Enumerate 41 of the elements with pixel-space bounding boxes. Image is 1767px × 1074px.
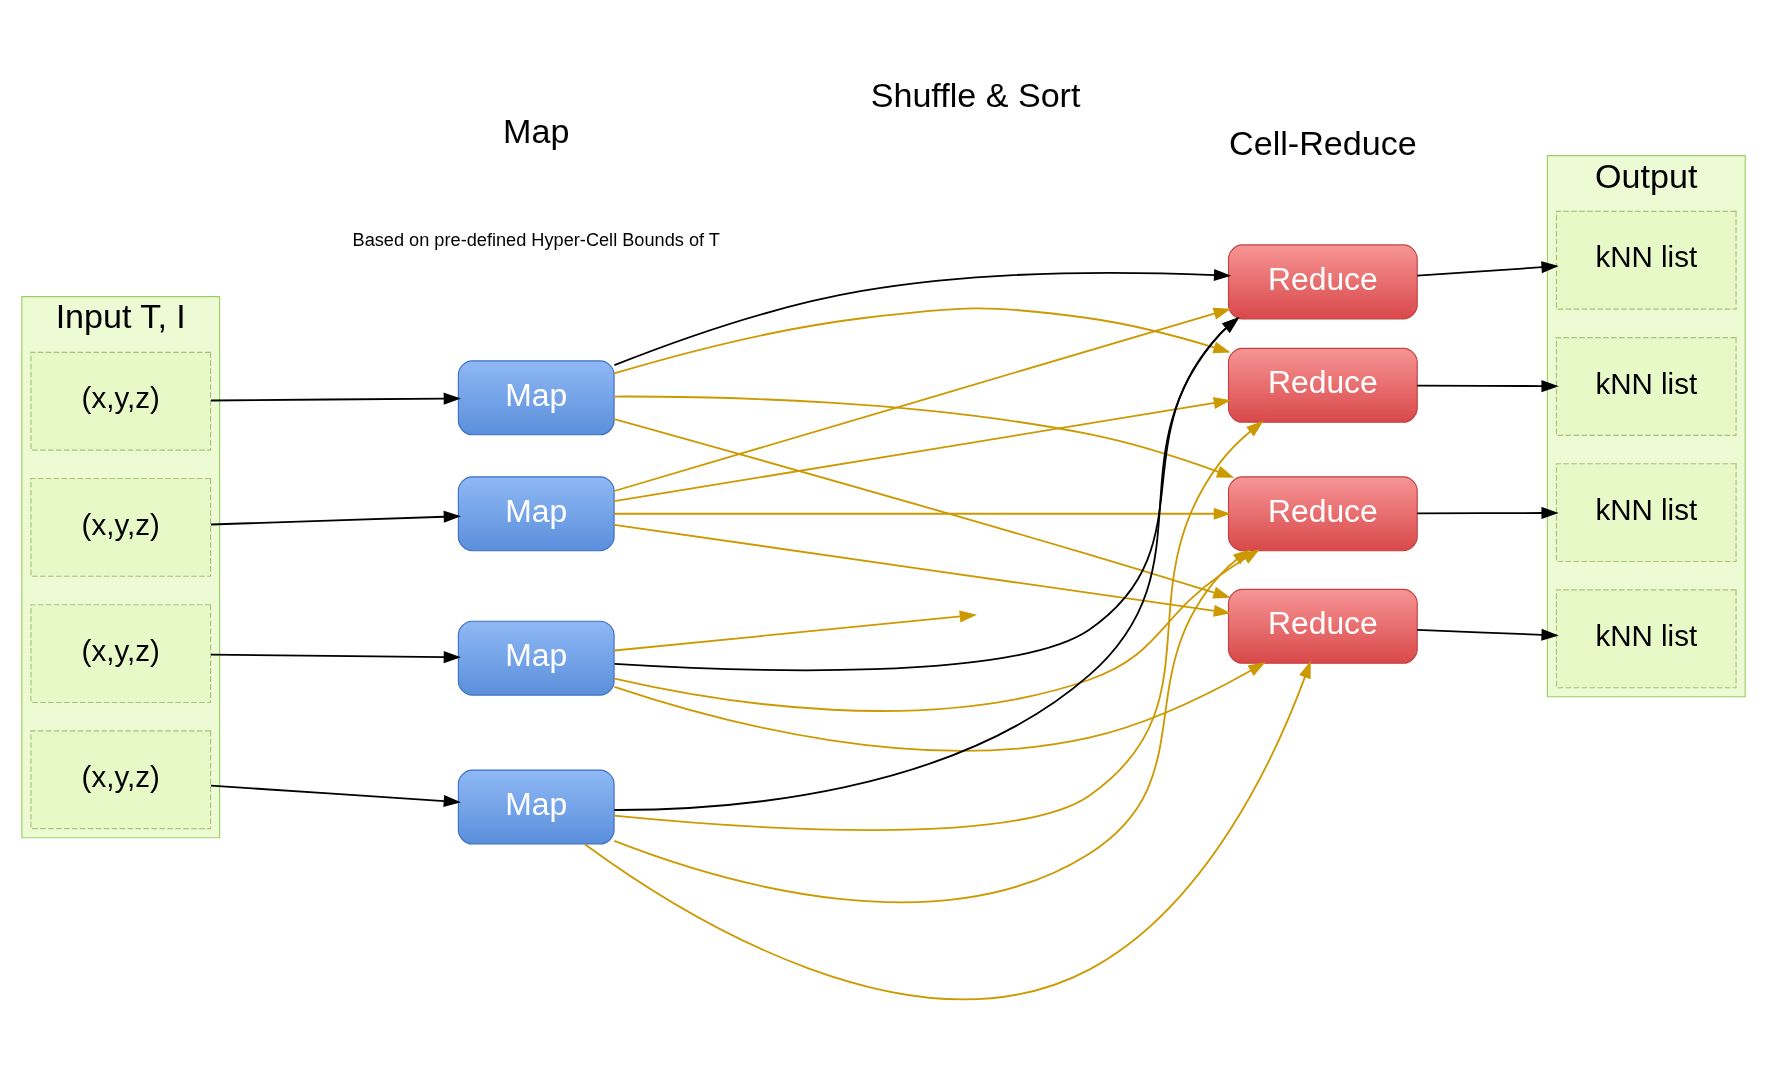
label: Cell-Reduce <box>1229 123 1417 162</box>
arrow <box>1416 260 1559 276</box>
arrow <box>613 307 1231 492</box>
arrow <box>613 307 1231 374</box>
node-box: kNN list <box>1555 336 1737 436</box>
node-box: Reduce <box>1227 243 1418 319</box>
node-box: (x,y,z) <box>30 603 212 703</box>
arrow <box>613 507 1232 520</box>
arrow <box>210 510 461 525</box>
arrow <box>613 548 1251 903</box>
node-box: kNN list <box>1555 210 1737 310</box>
arrow <box>613 420 1264 831</box>
arrow <box>210 650 461 663</box>
node-box: kNN list <box>1555 588 1737 688</box>
label: Based on pre-defined Hyper-Cell Bounds of T <box>352 229 720 250</box>
arrow <box>613 268 1232 366</box>
arrow <box>613 396 1231 502</box>
node-box: Map <box>457 359 615 435</box>
arrow <box>613 395 1235 478</box>
arrow <box>210 784 461 807</box>
arrow <box>210 392 461 405</box>
arrow <box>613 417 1231 598</box>
label: Shuffle & Sort <box>870 75 1081 114</box>
label: Map <box>503 111 570 150</box>
node-box: Reduce <box>1227 588 1418 664</box>
arrow <box>613 609 977 651</box>
arrow <box>613 661 1266 752</box>
arrow <box>1416 506 1559 519</box>
arrow <box>583 660 1311 1000</box>
node-box: (x,y,z) <box>30 477 212 577</box>
arrow <box>1416 379 1559 392</box>
node-box: Map <box>457 769 615 845</box>
node-box: Reduce <box>1227 347 1418 423</box>
node-box: kNN list <box>1555 462 1737 562</box>
node-box: (x,y,z) <box>30 729 212 829</box>
node-box: (x,y,z) <box>30 351 212 451</box>
node-box: Map <box>457 475 615 551</box>
arrow <box>1416 628 1559 641</box>
arrow <box>613 523 1231 617</box>
node-box: Reduce <box>1227 475 1418 551</box>
node-box: Map <box>457 620 615 696</box>
